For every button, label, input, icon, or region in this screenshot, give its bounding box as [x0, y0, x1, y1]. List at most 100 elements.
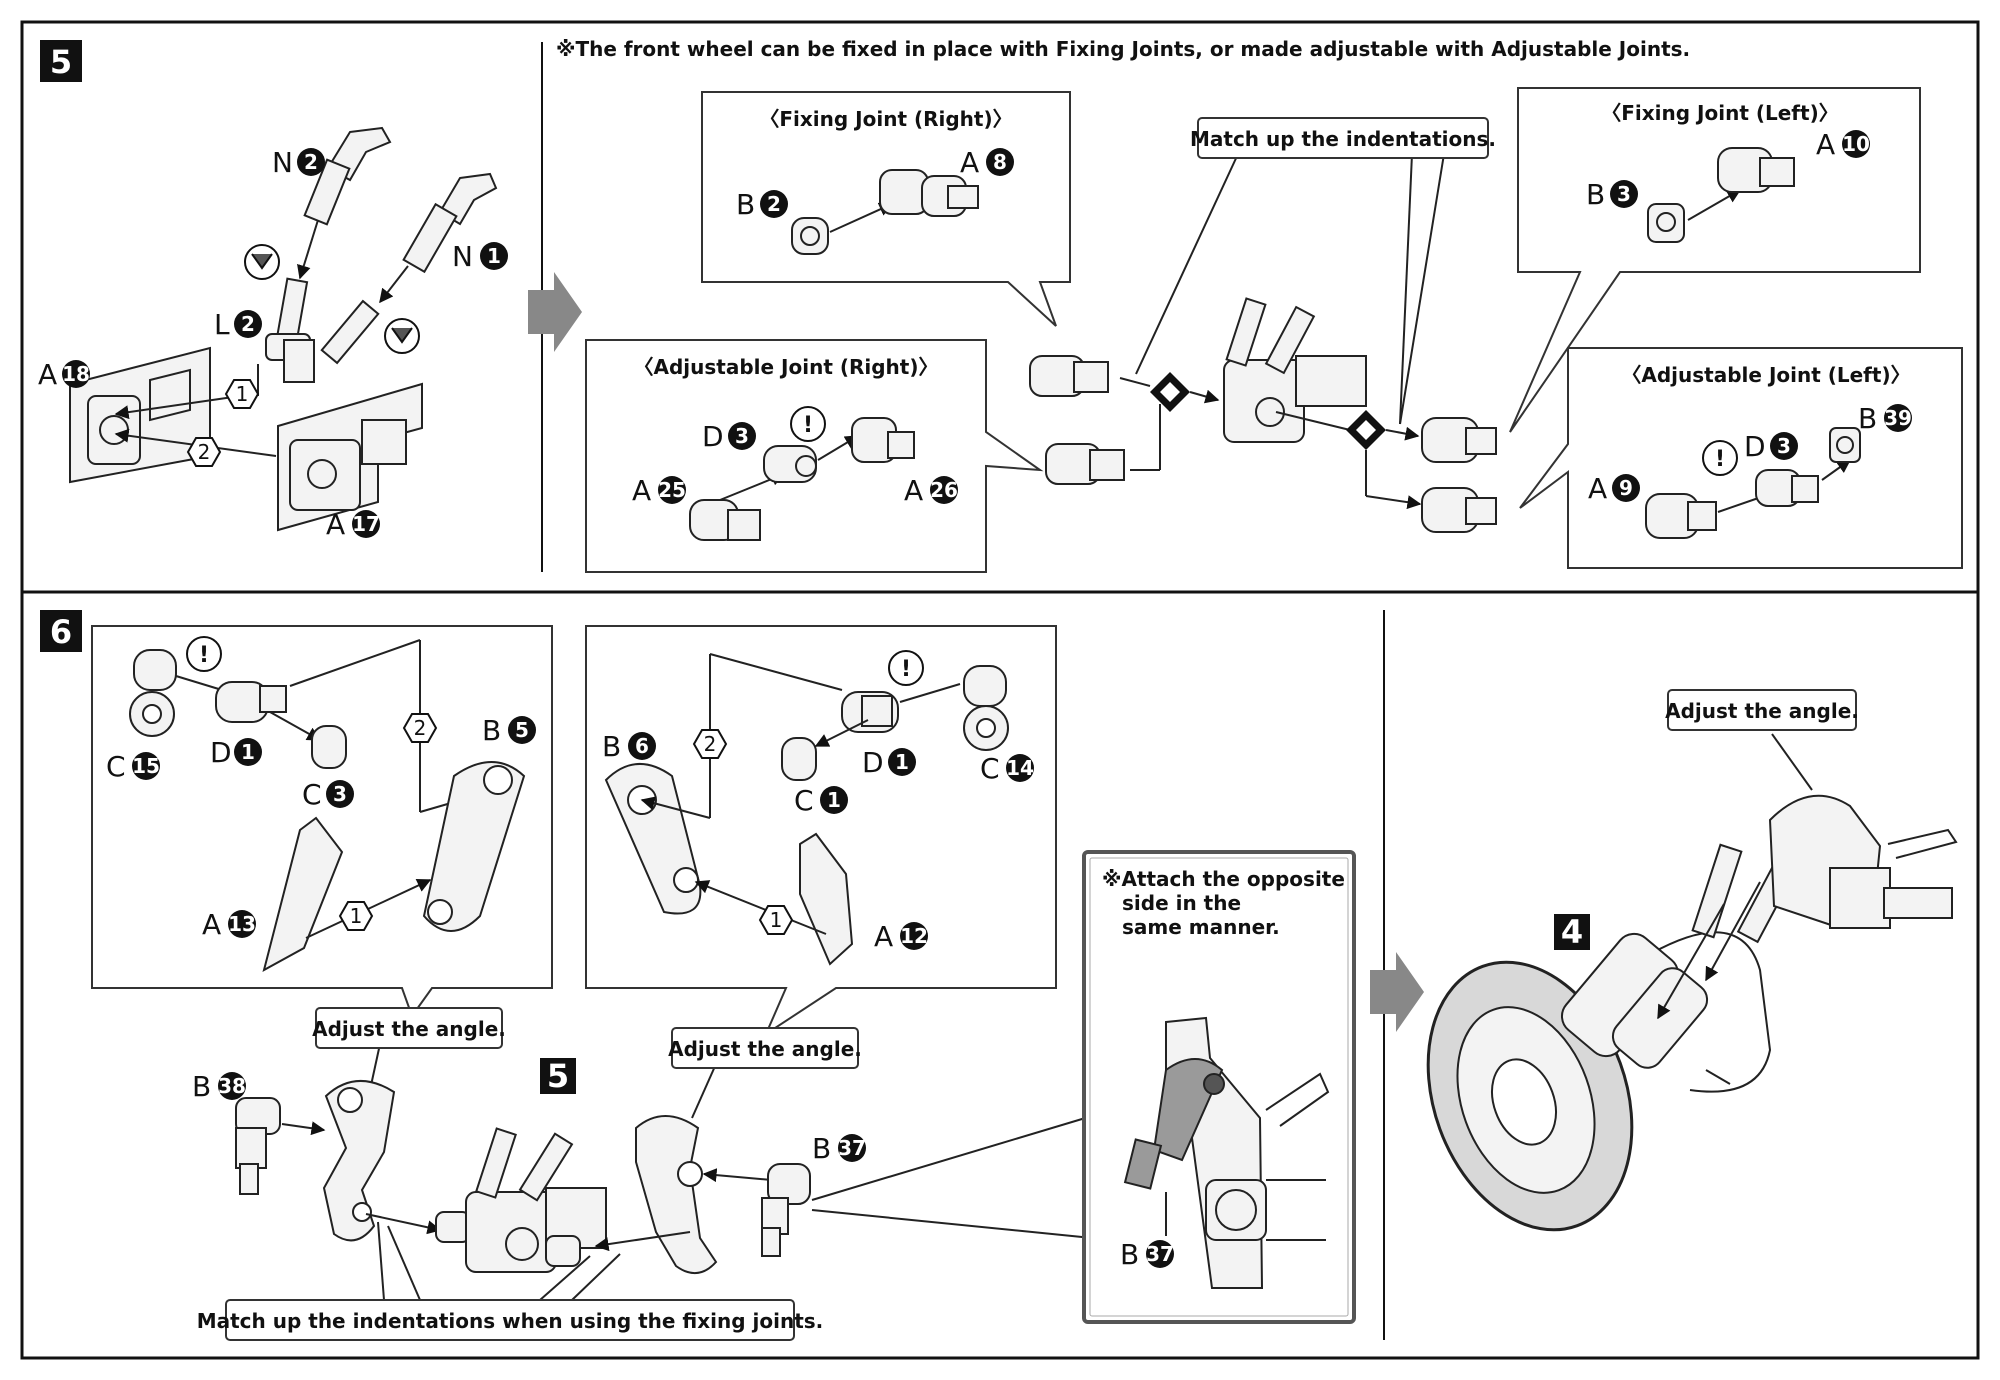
svg-text:15: 15 [132, 754, 160, 778]
svg-text:L: L [214, 308, 230, 341]
svg-text:D: D [210, 736, 232, 769]
svg-text:B: B [1858, 402, 1877, 435]
part-label-a13: A 13 [202, 908, 256, 941]
caution-icon: ! [888, 650, 924, 686]
svg-text:!: ! [901, 657, 911, 682]
svg-text:!: ! [803, 413, 813, 438]
svg-text:!: ! [1715, 447, 1725, 472]
part-label-a8: A 8 [960, 146, 1014, 179]
svg-text:A: A [1816, 128, 1835, 161]
part-label-n1: N 1 [452, 240, 508, 273]
svg-text:Adjust the angle.: Adjust the angle. [312, 1017, 506, 1041]
svg-text:B: B [1586, 178, 1605, 211]
svg-text:B: B [1120, 1238, 1139, 1271]
adjustable-joint-left-box: 〈Adjustable Joint (Left)〉 [1519, 347, 1963, 569]
part-label-d1-left: D 1 [210, 736, 262, 769]
svg-text:37: 37 [838, 1136, 866, 1160]
svg-text:4: 4 [1561, 913, 1583, 951]
part-label-b6: B 6 [602, 730, 656, 763]
svg-text:1: 1 [827, 788, 841, 812]
result-step-badge-4: 4 [1554, 913, 1590, 951]
part-label-d3-adjustable-right: D 3 [702, 420, 756, 453]
step6-right-box [585, 625, 1057, 1037]
caution-icon: ! [186, 636, 222, 672]
svg-text:38: 38 [218, 1074, 246, 1098]
svg-text:D: D [702, 420, 724, 453]
svg-text:39: 39 [1884, 406, 1912, 430]
part-label-b3-fixing-left: B 3 [1586, 178, 1638, 211]
svg-text:〈Adjustable Joint (Right)〉: 〈Adjustable Joint (Right)〉 [634, 355, 939, 379]
svg-text:25: 25 [658, 478, 686, 502]
svg-text:3: 3 [1777, 434, 1791, 458]
svg-text:side in the: side in the [1122, 891, 1241, 915]
svg-text:6: 6 [635, 734, 649, 758]
svg-text:5: 5 [50, 43, 72, 81]
svg-text:2: 2 [304, 150, 318, 174]
order-hex-1: 1 [758, 905, 794, 935]
part-label-c3: C 3 [302, 778, 354, 811]
svg-text:1: 1 [770, 908, 783, 932]
svg-text:B: B [602, 730, 621, 763]
svg-text:Adjust the angle.: Adjust the angle. [668, 1037, 862, 1061]
nipper-cut-icon [384, 318, 420, 354]
part-label-a12: A 12 [874, 920, 928, 953]
svg-text:Match up the indentations when: Match up the indentations when using the… [197, 1309, 824, 1333]
svg-text:same manner.: same manner. [1122, 915, 1280, 939]
step5-note: ※The front wheel can be fixed in place w… [556, 37, 1690, 61]
part-label-b37: B 37 [812, 1132, 866, 1165]
svg-text:3: 3 [735, 424, 749, 448]
svg-text:2: 2 [414, 716, 427, 740]
match-indentations-callout: Match up the indentations. [1135, 117, 1496, 425]
part-label-b2-fixing: B 2 [736, 188, 788, 221]
adjust-angle-callout-left: Adjust the angle. [312, 1007, 506, 1091]
process-arrow-icon [528, 272, 582, 352]
svg-text:1: 1 [241, 740, 255, 764]
adjust-angle-callout-mid: Adjust the angle. [668, 1027, 862, 1119]
svg-text:!: ! [199, 643, 209, 668]
step6-badge: 6 [40, 610, 82, 652]
svg-text:C: C [980, 752, 1000, 785]
svg-text:N: N [272, 146, 293, 179]
part-label-l2: L 2 [214, 308, 262, 341]
svg-text:A: A [326, 508, 345, 541]
part-label-a10: A 10 [1816, 128, 1870, 161]
svg-text:B: B [736, 188, 755, 221]
svg-text:9: 9 [1619, 476, 1633, 500]
svg-text:2: 2 [198, 440, 211, 464]
fixing-joint-right-box: 〈Fixing Joint (Right)〉 [701, 91, 1071, 327]
svg-text:5: 5 [547, 1057, 569, 1095]
svg-text:※Attach the opposite: ※Attach the opposite [1102, 867, 1345, 891]
svg-text:10: 10 [1842, 132, 1870, 156]
part-label-a9: A 9 [1588, 472, 1640, 505]
svg-text:8: 8 [993, 150, 1007, 174]
part-label-b5: B 5 [482, 714, 536, 747]
fixing-joint-left-box: 〈Fixing Joint (Left)〉 [1509, 87, 1921, 433]
svg-text:N: N [452, 240, 473, 273]
svg-text:1: 1 [487, 244, 501, 268]
part-label-c1: C 1 [794, 784, 848, 817]
adjustable-joint-right-box: 〈Adjustable Joint (Right)〉 [585, 339, 1044, 573]
caution-icon: ! [790, 406, 826, 442]
svg-text:A: A [874, 920, 893, 953]
order-hex-2: 2 [692, 729, 728, 759]
svg-text:C: C [302, 778, 322, 811]
part-label-a26: A 26 [904, 474, 958, 507]
part-label-d1-right: D 1 [862, 746, 916, 779]
part-label-b37-detail: B 37 [1120, 1238, 1174, 1271]
svg-text:2: 2 [704, 732, 717, 756]
part-label-d3-adjustable-left: D 3 [1744, 430, 1798, 463]
part-label-a18: A 18 [38, 358, 90, 391]
caution-icon: ! [1702, 440, 1738, 476]
step5-center-assembly [1029, 297, 1497, 533]
svg-text:2: 2 [241, 312, 255, 336]
svg-text:1: 1 [895, 750, 909, 774]
svg-text:A: A [1588, 472, 1607, 505]
svg-text:2: 2 [767, 192, 781, 216]
step6-bottom-assembly [235, 1079, 1093, 1274]
part-label-a17: A 17 [326, 508, 380, 541]
svg-text:B: B [812, 1132, 831, 1165]
svg-text:17: 17 [352, 512, 380, 536]
svg-text:A: A [202, 908, 221, 941]
process-arrow-icon [1370, 952, 1424, 1032]
step5-badge: 5 [40, 40, 82, 82]
